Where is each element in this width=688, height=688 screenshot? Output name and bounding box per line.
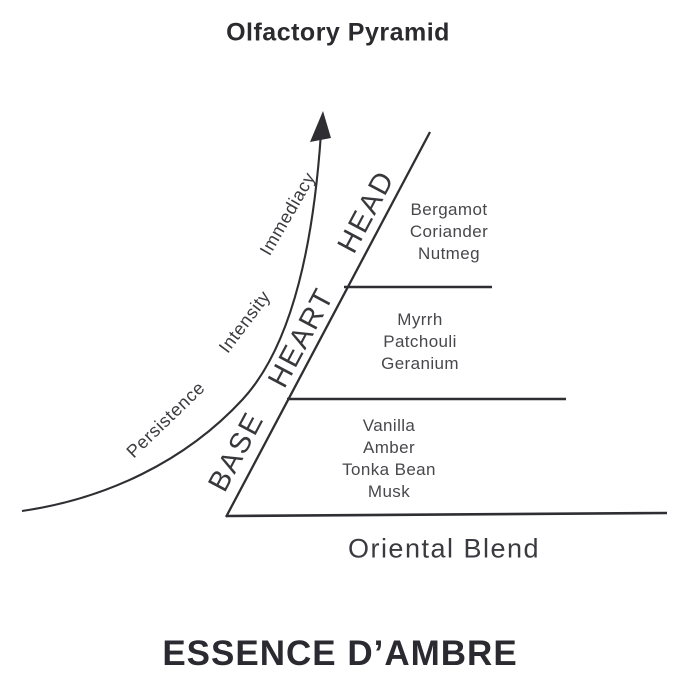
base-notes: Vanilla Amber Tonka Bean Musk	[342, 415, 436, 503]
base-note-2: Amber	[362, 438, 416, 457]
head-note-1: Bergamot	[410, 200, 488, 219]
arrowhead-icon	[310, 111, 331, 142]
heart-note-2: Patchouli	[383, 332, 457, 351]
head-note-2: Coriander	[409, 222, 489, 241]
product-name: ESSENCE D’AMBRE	[162, 634, 518, 673]
head-note-3: Nutmeg	[418, 244, 480, 263]
heart-note-3: Geranium	[381, 354, 459, 373]
heart-notes: Myrrh Patchouli Geranium	[381, 309, 459, 375]
heart-note-1: Myrrh	[397, 310, 443, 329]
trend-curve	[21, 132, 323, 513]
base-note-3: Tonka Bean	[342, 460, 436, 479]
pyramid-base-line	[225, 511, 668, 518]
page-title: Olfactory Pyramid	[226, 18, 450, 47]
pyramid-left-edge	[224, 131, 432, 518]
blend-caption: Oriental Blend	[347, 533, 541, 564]
base-note-4: Musk	[367, 482, 411, 501]
base-note-1: Vanilla	[362, 416, 416, 435]
head-notes: Bergamot Coriander Nutmeg	[410, 199, 488, 265]
